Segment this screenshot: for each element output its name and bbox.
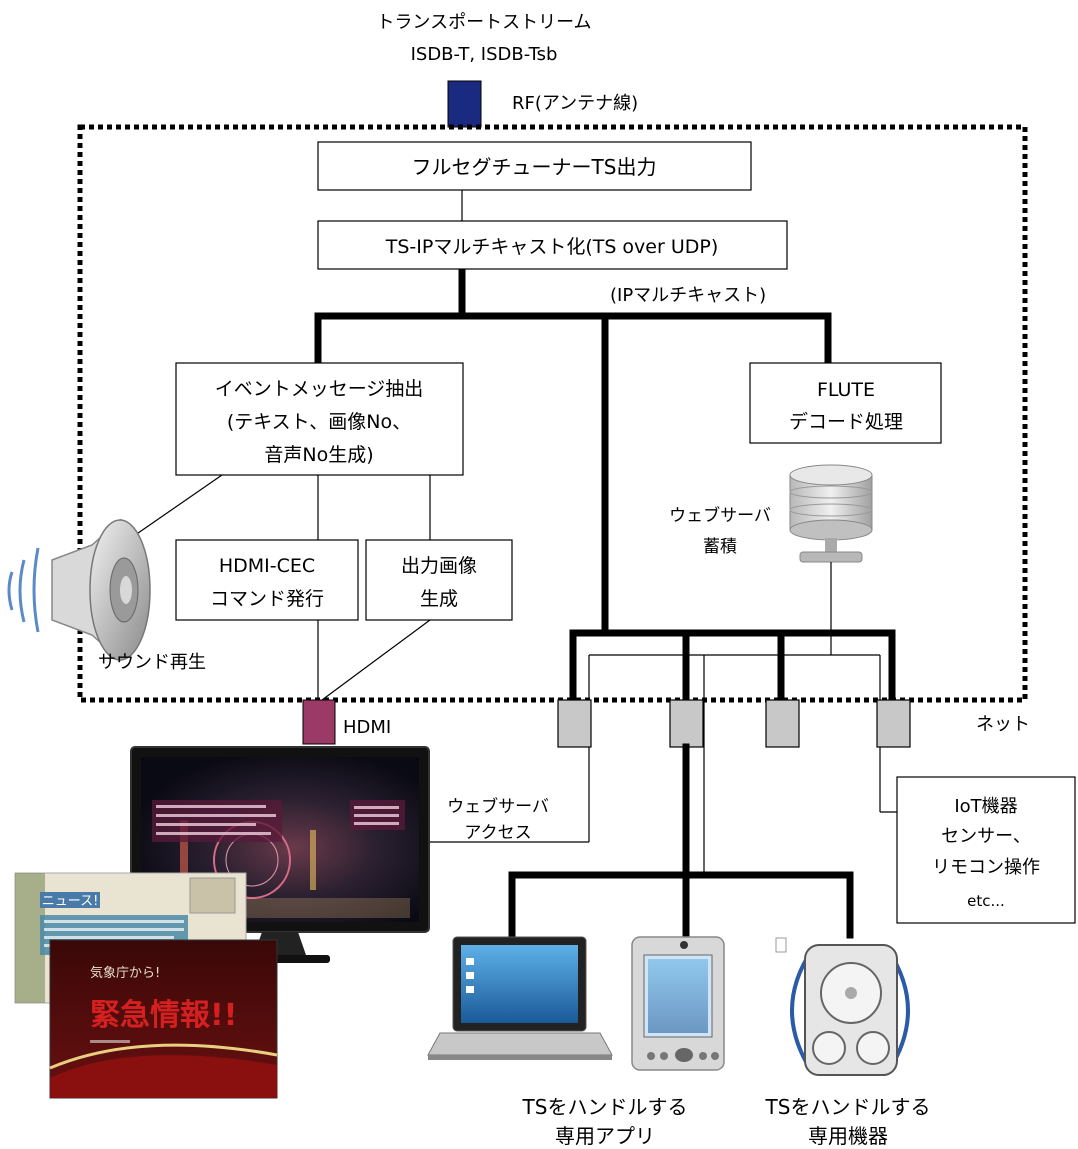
- alert-small: 気象庁から!: [90, 965, 160, 981]
- webserver-store-label-2: 蓄積: [703, 537, 737, 557]
- sound-label: サウンド再生: [98, 652, 206, 673]
- database-server-icon: [789, 464, 873, 563]
- rf-label: RF(アンテナ線): [512, 93, 638, 114]
- event-line3: 音声No生成): [264, 444, 373, 466]
- img-to-hdmi-line: [321, 619, 431, 701]
- ts-ip-box: [317, 220, 788, 270]
- net-label: ネット: [976, 714, 1030, 735]
- event-extract-box: [175, 362, 464, 476]
- antenna-connector: [447, 80, 482, 128]
- ip-multicast-label: (IPマルチキャスト): [610, 285, 766, 306]
- app-label-1: TSをハンドルする: [522, 1095, 688, 1119]
- flute-line1: FLUTE: [817, 379, 875, 401]
- news-title: ニュース!: [42, 894, 99, 909]
- flute-line2: デコード処理: [789, 411, 903, 433]
- laptop-icon: [427, 936, 613, 1060]
- event-to-speaker-line: [127, 474, 223, 541]
- network-port-3: [765, 699, 800, 748]
- iot-box: [896, 776, 1076, 924]
- iot-line4: etc...: [967, 892, 1005, 910]
- hdmi-label: HDMI: [343, 717, 391, 738]
- device-label-2: 専用機器: [808, 1124, 888, 1148]
- webserver-store-label-1: ウェブサーバ: [669, 505, 771, 526]
- network-port-1: [557, 699, 592, 748]
- iot-line3: リモコン操作: [932, 857, 1040, 878]
- cec-line2: コマンド発行: [210, 588, 324, 610]
- ts-ip-label: TS-IPマルチキャスト化(TS over UDP): [385, 236, 719, 258]
- flute-box: [749, 362, 942, 444]
- system-boundary: [77, 124, 1028, 703]
- output-image-box: [365, 539, 513, 621]
- webserver-access-label-1: ウェブサーバ: [447, 796, 549, 817]
- alert-screen: 気象庁から! 緊急情報!!: [49, 939, 278, 1099]
- header-title: トランスポートストリーム: [376, 12, 591, 33]
- app-label-2: 専用アプリ: [555, 1124, 655, 1148]
- dedicated-device-icon: [775, 937, 910, 1076]
- speaker-icon: [7, 518, 151, 662]
- iot-line1: IoT機器: [954, 796, 1017, 817]
- event-line2: (テキスト、画像No、: [227, 411, 411, 433]
- header-subtitle: ISDB-T, ISDB-Tsb: [411, 44, 558, 65]
- network-port-2: [669, 699, 704, 748]
- tuner-box: [317, 141, 752, 191]
- iot-line2: センサー、: [941, 826, 1031, 847]
- network-port-4: [876, 699, 911, 748]
- hdmi-cec-box: [175, 539, 359, 621]
- event-line1: イベントメッセージ抽出: [215, 378, 424, 400]
- hdmi-connector: [302, 699, 336, 745]
- img-line1: 出力画像: [401, 555, 477, 577]
- cec-line1: HDMI-CEC: [219, 555, 315, 577]
- img-line2: 生成: [420, 588, 458, 610]
- device-label-1: TSをハンドルする: [765, 1095, 931, 1119]
- webserver-access-label-2: アクセス: [464, 823, 531, 843]
- alert-big: 緊急情報!!: [90, 998, 237, 1033]
- pda-icon: [631, 936, 725, 1071]
- tuner-label: フルセグチューナーTS出力: [412, 155, 657, 179]
